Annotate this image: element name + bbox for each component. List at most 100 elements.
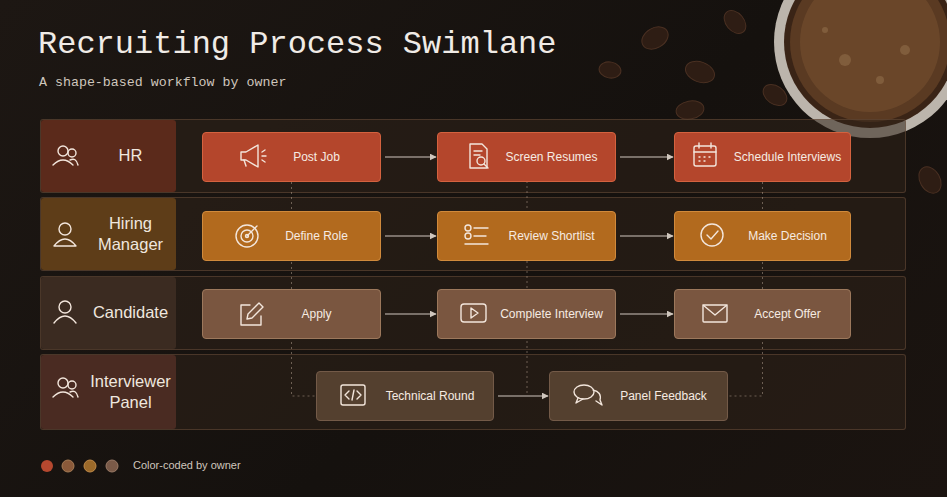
step-label: Technical Round xyxy=(386,389,475,403)
envelope-icon xyxy=(703,305,727,322)
flow-arrow xyxy=(620,235,673,236)
process-box: Schedule Interviews xyxy=(674,132,851,182)
person-icon xyxy=(54,239,76,246)
coffee-beans xyxy=(720,6,751,37)
edit-icon xyxy=(241,303,263,325)
lane-header: Interviewer Panel xyxy=(41,355,176,429)
checklist-icon xyxy=(465,233,471,239)
people-icon xyxy=(58,378,68,388)
person-icon xyxy=(59,223,71,235)
video-icon xyxy=(461,304,486,322)
process-box: Review Shortlist xyxy=(437,211,616,261)
flow-arrow xyxy=(385,156,436,157)
edit-icon xyxy=(241,305,261,325)
coffee-cup xyxy=(774,0,947,138)
dotted-connector xyxy=(728,182,763,396)
decor-dotted-line xyxy=(527,181,528,395)
step-label: Panel Feedback xyxy=(620,389,707,403)
megaphone-icon xyxy=(244,160,246,166)
legend-swatch xyxy=(106,460,118,472)
swimlane-band: Candidate Apply Complete Interview Accept O… xyxy=(40,276,906,350)
video-icon xyxy=(471,308,478,318)
calendar-icon xyxy=(694,143,716,166)
legend-dots xyxy=(40,458,130,474)
swimlane-band: Interviewer Panel Technical Round Panel Fe… xyxy=(40,354,906,430)
envelope-icon xyxy=(703,305,727,322)
process-box: Define Role xyxy=(202,211,381,261)
coffee-beans xyxy=(682,57,717,86)
coffee-cup xyxy=(822,27,828,33)
envelope-icon xyxy=(703,305,727,315)
coffee-cup xyxy=(784,0,947,128)
calendar-icon xyxy=(694,146,716,166)
lane-header: Candidate xyxy=(41,277,176,349)
resume-search-icon xyxy=(470,144,487,168)
swimlane-band: HR Post Job Screen Resumes Schedule Intervi… xyxy=(40,119,906,193)
people-icon xyxy=(70,391,78,397)
megaphone-icon xyxy=(262,150,266,162)
flow-arrow xyxy=(385,235,436,236)
checklist-icon xyxy=(465,225,471,231)
coffee-beans xyxy=(598,60,622,80)
legend-swatch xyxy=(84,460,96,472)
code-icon xyxy=(345,390,361,400)
process-box: Complete Interview xyxy=(437,289,616,339)
resume-search-icon xyxy=(477,157,485,165)
step-label: Schedule Interviews xyxy=(734,150,841,164)
coffee-cup xyxy=(800,0,940,112)
coffee-cup xyxy=(876,76,884,84)
step-label: Complete Interview xyxy=(500,307,603,321)
process-box: Apply xyxy=(202,289,381,339)
step-label: Review Shortlist xyxy=(508,229,594,243)
lane-label: Candidate xyxy=(93,302,168,323)
coffee-beans xyxy=(675,99,706,122)
flow-arrow xyxy=(385,313,436,314)
coffee-beans xyxy=(638,22,672,53)
coffee-cup xyxy=(774,0,947,138)
step-label: Make Decision xyxy=(748,229,827,243)
target-icon xyxy=(241,230,253,242)
chat-icon xyxy=(576,398,583,403)
resume-search-icon xyxy=(470,144,488,168)
legend-swatch xyxy=(62,460,74,472)
chat-icon xyxy=(593,390,602,405)
target-icon xyxy=(246,235,249,238)
people-icon xyxy=(70,159,78,165)
people-icon xyxy=(68,381,76,389)
code-icon xyxy=(341,385,365,405)
lane-header: Hiring Manager xyxy=(41,198,176,270)
step-label: Post Job xyxy=(293,150,340,164)
check-icon xyxy=(707,231,718,239)
target-icon xyxy=(236,225,258,247)
target-icon xyxy=(236,225,258,247)
legend-label: Color-coded by owner xyxy=(133,459,241,471)
resume-search-icon xyxy=(484,164,488,168)
people-icon xyxy=(53,392,73,397)
diagram-subtitle: A shape-based workflow by owner xyxy=(39,75,286,90)
code-icon xyxy=(341,385,365,405)
calendar-icon xyxy=(694,143,716,152)
checklist-icon xyxy=(465,225,488,244)
legend-swatch xyxy=(41,460,53,472)
coffee-cup xyxy=(790,0,947,122)
process-box: Screen Resumes xyxy=(437,132,616,182)
lane-header: HR xyxy=(41,120,176,192)
flow-arrow xyxy=(620,156,673,157)
megaphone-icon xyxy=(241,145,258,167)
lane-label: HR xyxy=(119,145,143,166)
step-label: Apply xyxy=(301,307,331,321)
process-box: Accept Offer xyxy=(674,289,851,339)
person-icon xyxy=(54,223,76,246)
calendar-icon xyxy=(699,157,710,161)
person-icon xyxy=(54,316,76,323)
chat-icon xyxy=(574,385,594,399)
edit-icon xyxy=(247,303,263,319)
people-icon xyxy=(68,149,76,157)
video-icon xyxy=(461,304,486,322)
step-label: Accept Offer xyxy=(754,307,820,321)
process-box: Panel Feedback xyxy=(549,371,728,421)
step-label: Screen Resumes xyxy=(505,150,597,164)
person-icon xyxy=(54,301,76,323)
process-box: Post Job xyxy=(202,132,381,182)
